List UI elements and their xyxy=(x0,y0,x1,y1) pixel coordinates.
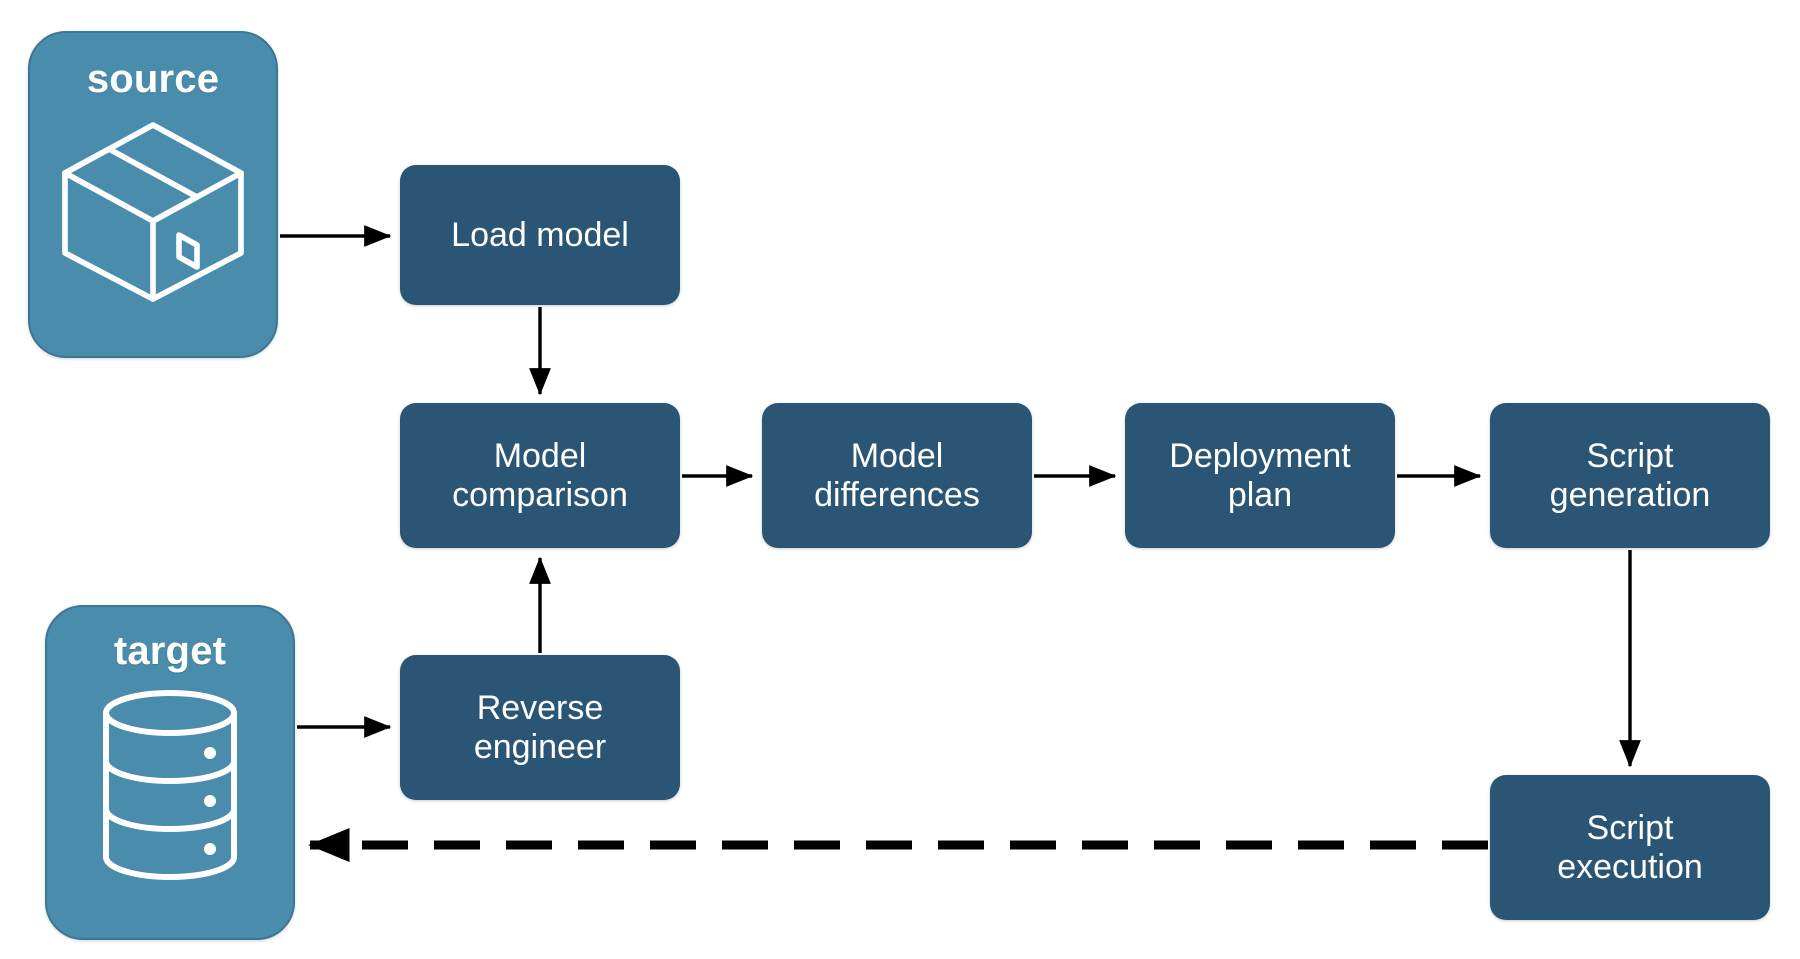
process-deployment-plan-label: Deployment plan xyxy=(1169,437,1351,514)
endpoint-target[interactable]: target xyxy=(45,605,295,940)
process-script-execution-label: Script execution xyxy=(1557,809,1703,886)
process-load-model[interactable]: Load model xyxy=(400,165,680,305)
process-model-differences-label: Model differences xyxy=(814,437,980,514)
process-script-generation[interactable]: Script generation xyxy=(1490,403,1770,548)
endpoint-source-label: source xyxy=(86,57,220,101)
process-load-model-label: Load model xyxy=(451,215,629,254)
process-model-comparison[interactable]: Model comparison xyxy=(400,403,680,548)
process-model-differences[interactable]: Model differences xyxy=(762,403,1032,548)
package-box-icon xyxy=(55,117,251,307)
endpoint-target-label: target xyxy=(113,629,227,673)
database-cylinder-icon xyxy=(96,687,244,883)
process-script-generation-label: Script generation xyxy=(1549,437,1711,514)
process-reverse-engineer[interactable]: Reverse engineer xyxy=(400,655,680,800)
process-script-execution[interactable]: Script execution xyxy=(1490,775,1770,920)
process-model-comparison-label: Model comparison xyxy=(452,437,628,514)
process-deployment-plan[interactable]: Deployment plan xyxy=(1125,403,1395,548)
endpoint-source[interactable]: source xyxy=(28,31,278,358)
process-reverse-engineer-label: Reverse engineer xyxy=(473,689,607,766)
